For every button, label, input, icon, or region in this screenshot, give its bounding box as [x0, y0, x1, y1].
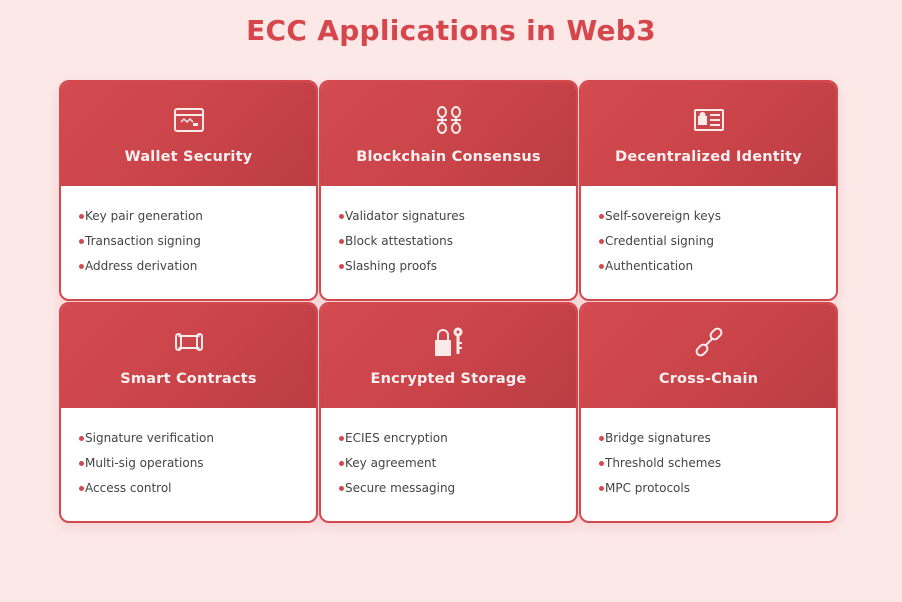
list-item: Access control [79, 476, 316, 501]
card-title: Smart Contracts [120, 371, 257, 387]
list-item: Self-sovereign keys [599, 204, 836, 229]
page-title: ECC Applications in Web3 [246, 14, 656, 47]
card-wallet-security: Wallet Security Key pair generation Tran… [59, 80, 318, 301]
list-item: Threshold schemes [599, 451, 836, 476]
list-item: Multi-sig operations [79, 451, 316, 476]
card-header: Smart Contracts [61, 304, 316, 408]
list-item: Key agreement [339, 451, 576, 476]
card-title: Encrypted Storage [370, 371, 527, 387]
card-body: Signature verification Multi-sig operati… [61, 408, 316, 501]
bullet-icon [599, 239, 604, 244]
card-body: Self-sovereign keys Credential signing A… [581, 186, 836, 279]
card-title: Wallet Security [124, 149, 253, 165]
bullet-icon [599, 461, 604, 466]
credit-card-icon [169, 104, 209, 136]
card-title: Cross-Chain [658, 371, 759, 387]
card-body: Key pair generation Transaction signing … [61, 186, 316, 279]
bullet-icon [79, 461, 84, 466]
card-body: Bridge signatures Threshold schemes MPC … [581, 408, 836, 501]
list-item: Slashing proofs [339, 254, 576, 279]
link-icon [689, 326, 729, 358]
card-header: Decentralized Identity [581, 82, 836, 186]
card-smart-contracts: Smart Contracts Signature verification M… [59, 302, 318, 523]
bullet-icon [339, 239, 344, 244]
list-item: Secure messaging [339, 476, 576, 501]
bullet-icon [79, 486, 84, 491]
bullet-icon [599, 486, 604, 491]
bullet-icon [599, 264, 604, 269]
lock-key-icon [429, 326, 469, 358]
list-item: Credential signing [599, 229, 836, 254]
card-title: Decentralized Identity [615, 149, 802, 165]
card-header: Cross-Chain [581, 304, 836, 408]
list-item: Authentication [599, 254, 836, 279]
list-item: Validator signatures [339, 204, 576, 229]
list-item: ECIES encryption [339, 426, 576, 451]
list-item: Address derivation [79, 254, 316, 279]
list-item: Transaction signing [79, 229, 316, 254]
bullet-icon [339, 436, 344, 441]
card-header: Encrypted Storage [321, 304, 576, 408]
chain-links-icon [429, 104, 469, 136]
card-body: ECIES encryption Key agreement Secure me… [321, 408, 576, 501]
bullet-icon [79, 264, 84, 269]
bullet-icon [79, 239, 84, 244]
list-item: Key pair generation [79, 204, 316, 229]
bullet-icon [79, 214, 84, 219]
card-blockchain-consensus: Blockchain Consensus Validator signature… [319, 80, 578, 301]
card-encrypted-storage: Encrypted Storage ECIES encryption Key a… [319, 302, 578, 523]
card-cross-chain: Cross-Chain Bridge signatures Threshold … [579, 302, 838, 523]
card-body: Validator signatures Block attestations … [321, 186, 576, 279]
id-card-icon [689, 104, 729, 136]
list-item: Block attestations [339, 229, 576, 254]
scroll-icon [169, 326, 209, 358]
bullet-icon [339, 486, 344, 491]
bullet-icon [339, 461, 344, 466]
bullet-icon [339, 264, 344, 269]
bullet-icon [339, 214, 344, 219]
bullet-icon [79, 436, 84, 441]
list-item: MPC protocols [599, 476, 836, 501]
bullet-icon [599, 214, 604, 219]
applications-grid: Wallet Security Key pair generation Tran… [59, 80, 838, 523]
card-title: Blockchain Consensus [356, 149, 541, 165]
card-header: Blockchain Consensus [321, 82, 576, 186]
card-header: Wallet Security [61, 82, 316, 186]
list-item: Signature verification [79, 426, 316, 451]
card-decentralized-identity: Decentralized Identity Self-sovereign ke… [579, 80, 838, 301]
bullet-icon [599, 436, 604, 441]
list-item: Bridge signatures [599, 426, 836, 451]
